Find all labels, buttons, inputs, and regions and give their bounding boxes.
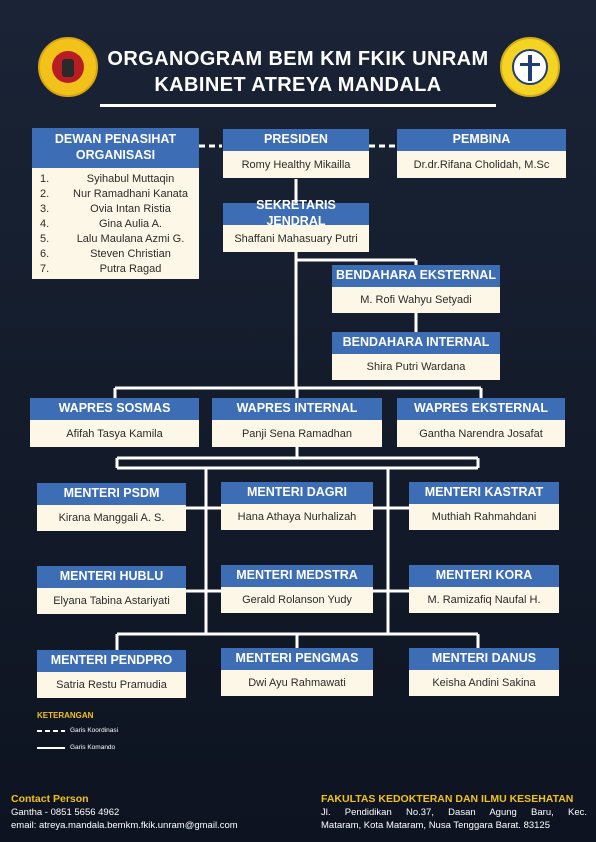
wapres-eksternal-title: WAPRES EKSTERNAL [397, 398, 565, 420]
list-item: 1.Syihabul Muttaqin [40, 172, 175, 185]
legend-koordinasi-label: Garis Koordinasi [70, 727, 119, 734]
bendahara-internal-card: BENDAHARA INTERNAL Shira Putri Wardana [332, 332, 500, 380]
menteri-hublu-name: Elyana Tabina Astariyati [37, 588, 186, 614]
menteri-kastrat-title: MENTERI KASTRAT [409, 482, 559, 504]
menteri-danus-card: MENTERI DANUS Keisha Andini Sakina [409, 648, 559, 696]
faculty-logo [500, 37, 560, 97]
list-item: 4.Gina Aulia A. [40, 217, 162, 230]
menteri-hublu-card: MENTERI HUBLU Elyana Tabina Astariyati [37, 566, 186, 614]
menteri-hublu-title: MENTERI HUBLU [37, 566, 186, 588]
bendahara-eksternal-title: BENDAHARA EKSTERNAL [332, 265, 500, 287]
caduceus-icon [528, 55, 532, 81]
presiden-card: PRESIDEN Romy Healthy Mikailla [223, 129, 369, 178]
title-divider [100, 104, 496, 107]
menteri-medstra-name: Gerald Rolanson Yudy [221, 587, 373, 613]
list-item: 3.Ovia Intan Ristia [40, 202, 171, 215]
menteri-pengmas-title: MENTERI PENGMAS [221, 648, 373, 670]
sekjen-title: SEKRETARIS JENDRAL [223, 198, 369, 228]
presiden-name: Romy Healthy Mikailla [223, 151, 369, 178]
university-logo [38, 37, 98, 97]
menteri-danus-title: MENTERI DANUS [409, 648, 559, 670]
menteri-medstra-card: MENTERI MEDSTRA Gerald Rolanson Yudy [221, 565, 373, 613]
address-line-1: Jl. Pendidikan No.37, Dasan Agung Baru, … [321, 807, 587, 818]
faculty-logo-bar [520, 63, 540, 66]
sekjen-card: SEKRETARIS JENDRAL Shaffani Mahasuary Pu… [223, 198, 369, 252]
bendahara-eksternal-card: BENDAHARA EKSTERNAL M. Rofi Wahyu Setyad… [332, 265, 500, 313]
menteri-pengmas-name: Dwi Ayu Rahmawati [221, 670, 373, 696]
list-item: 2.Nur Ramadhani Kanata [40, 187, 188, 200]
menteri-kastrat-card: MENTERI KASTRAT Muthiah Rahmahdani [409, 482, 559, 530]
menteri-kastrat-name: Muthiah Rahmahdani [409, 504, 559, 530]
bendahara-internal-title: BENDAHARA INTERNAL [332, 332, 500, 354]
presiden-title: PRESIDEN [223, 129, 369, 151]
menteri-medstra-title: MENTERI MEDSTRA [221, 565, 373, 587]
list-item: 6.Steven Christian [40, 247, 171, 260]
menteri-psdm-card: MENTERI PSDM Kirana Manggali A. S. [37, 483, 186, 531]
menteri-pendpro-title: MENTERI PENDPRO [37, 650, 186, 672]
contact-phone: Gantha - 0851 5656 4962 [11, 807, 120, 818]
menteri-psdm-name: Kirana Manggali A. S. [37, 505, 186, 531]
menteri-pengmas-card: MENTERI PENGMAS Dwi Ayu Rahmawati [221, 648, 373, 696]
address-line-2: Mataram, Kota Mataram, Nusa Tenggara Bar… [321, 820, 551, 831]
legend-title: KETERANGAN [37, 711, 94, 720]
menteri-kora-name: M. Ramizafiq Naufal H. [409, 587, 559, 613]
wapres-eksternal-name: Gantha Narendra Josafat [397, 420, 565, 447]
menteri-kora-card: MENTERI KORA M. Ramizafiq Naufal H. [409, 565, 559, 613]
menteri-psdm-title: MENTERI PSDM [37, 483, 186, 505]
dewan-penasihat-members: 1.Syihabul Muttaqin 2.Nur Ramadhani Kana… [32, 168, 199, 279]
wapres-internal-name: Panji Sena Ramadhan [212, 420, 382, 447]
sekjen-name: Shaffani Mahasuary Putri [223, 225, 369, 252]
page-title-line2: KABINET ATREYA MANDALA [154, 74, 442, 96]
menteri-dagri-name: Hana Athaya Nurhalizah [221, 504, 373, 530]
wapres-internal-title: WAPRES INTERNAL [212, 398, 382, 420]
legend-komando-label: Garis Komando [70, 744, 116, 751]
menteri-kora-title: MENTERI KORA [409, 565, 559, 587]
pembina-title: PEMBINA [397, 129, 566, 151]
wapres-sosmas-card: WAPRES SOSMAS Afifah Tasya Kamila [30, 398, 199, 447]
menteri-dagri-card: MENTERI DAGRI Hana Athaya Nurhalizah [221, 482, 373, 530]
bendahara-internal-name: Shira Putri Wardana [332, 354, 500, 380]
menteri-pendpro-card: MENTERI PENDPRO Satria Restu Pramudia [37, 650, 186, 698]
faculty-name: FAKULTAS KEDOKTERAN DAN ILMU KESEHATAN [321, 793, 574, 805]
contact-person-heading: Contact Person [11, 793, 89, 805]
menteri-pendpro-name: Satria Restu Pramudia [37, 672, 186, 698]
dewan-penasihat-title: DEWAN PENASIHAT ORGANISASI [32, 128, 199, 168]
wapres-sosmas-title: WAPRES SOSMAS [30, 398, 199, 420]
contact-email: email: atreya.mandala.bemkm.fkik.unram@g… [11, 820, 238, 831]
page-title-line1: ORGANOGRAM BEM KM FKIK UNRAM [107, 48, 489, 70]
wapres-internal-card: WAPRES INTERNAL Panji Sena Ramadhan [212, 398, 382, 447]
pembina-name: Dr.dr.Rifana Cholidah, M.Sc [397, 151, 566, 178]
bendahara-eksternal-name: M. Rofi Wahyu Setyadi [332, 287, 500, 313]
university-logo-core [62, 59, 74, 77]
pembina-card: PEMBINA Dr.dr.Rifana Cholidah, M.Sc [397, 129, 566, 178]
wapres-sosmas-name: Afifah Tasya Kamila [30, 420, 199, 447]
menteri-dagri-title: MENTERI DAGRI [221, 482, 373, 504]
list-item: 5.Lalu Maulana Azmi G. [40, 232, 185, 245]
list-item: 7.Putra Ragad [40, 262, 162, 275]
wapres-eksternal-card: WAPRES EKSTERNAL Gantha Narendra Josafat [397, 398, 565, 447]
dewan-penasihat-card: DEWAN PENASIHAT ORGANISASI 1.Syihabul Mu… [32, 128, 199, 279]
menteri-danus-name: Keisha Andini Sakina [409, 670, 559, 696]
